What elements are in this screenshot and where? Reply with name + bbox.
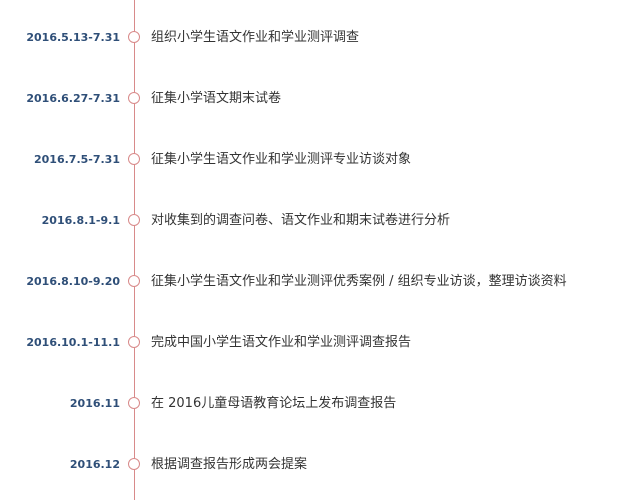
entry-event: 完成中国小学生语文作业和学业测评调查报告 bbox=[151, 335, 412, 350]
entry-event: 对收集到的调查问卷、语文作业和期末试卷进行分析 bbox=[151, 213, 451, 228]
timeline-entry: 2016.7.5-7.31 征集小学生语文作业和学业测评专业访谈对象 bbox=[0, 150, 620, 170]
timeline-node-icon bbox=[128, 31, 140, 43]
entry-event: 征集小学生语文作业和学业测评优秀案例 / 组织专业访谈，整理访谈资料 bbox=[151, 274, 567, 289]
entry-event: 组织小学生语文作业和学业测评调查 bbox=[151, 30, 360, 45]
entry-date: 2016.10.1-11.1 bbox=[26, 336, 120, 349]
timeline-node-icon bbox=[128, 214, 140, 226]
timeline-entry: 2016.8.1-9.1 对收集到的调查问卷、语文作业和期末试卷进行分析 bbox=[0, 211, 620, 231]
timeline-node-icon bbox=[128, 275, 140, 287]
entry-date: 2016.5.13-7.31 bbox=[26, 31, 120, 44]
entry-date: 2016.8.1-9.1 bbox=[41, 214, 120, 227]
entry-event: 根据调查报告形成两会提案 bbox=[151, 457, 308, 472]
timeline-node-icon bbox=[128, 458, 140, 470]
timeline-node-icon bbox=[128, 397, 140, 409]
entry-date: 2016.7.5-7.31 bbox=[34, 153, 120, 166]
timeline-node-icon bbox=[128, 336, 140, 348]
timeline-entry: 2016.11 在 2016儿童母语教育论坛上发布调查报告 bbox=[0, 394, 620, 414]
timeline-axis-line bbox=[134, 0, 135, 500]
timeline-entry: 2016.5.13-7.31 组织小学生语文作业和学业测评调查 bbox=[0, 28, 620, 48]
timeline-node-icon bbox=[128, 153, 140, 165]
entry-date: 2016.8.10-9.20 bbox=[26, 275, 120, 288]
timeline-entry: 2016.8.10-9.20 征集小学生语文作业和学业测评优秀案例 / 组织专业… bbox=[0, 272, 620, 292]
entry-event: 在 2016儿童母语教育论坛上发布调查报告 bbox=[151, 396, 397, 411]
entry-event: 征集小学语文期末试卷 bbox=[151, 91, 282, 106]
timeline-entry: 2016.6.27-7.31 征集小学语文期末试卷 bbox=[0, 89, 620, 109]
entry-date: 2016.12 bbox=[69, 458, 120, 471]
timeline-entry: 2016.10.1-11.1 完成中国小学生语文作业和学业测评调查报告 bbox=[0, 333, 620, 353]
entry-event: 征集小学生语文作业和学业测评专业访谈对象 bbox=[151, 152, 412, 167]
entry-date: 2016.11 bbox=[69, 397, 120, 410]
entry-date: 2016.6.27-7.31 bbox=[26, 92, 120, 105]
timeline-entry: 2016.12 根据调查报告形成两会提案 bbox=[0, 455, 620, 475]
timeline-node-icon bbox=[128, 92, 140, 104]
